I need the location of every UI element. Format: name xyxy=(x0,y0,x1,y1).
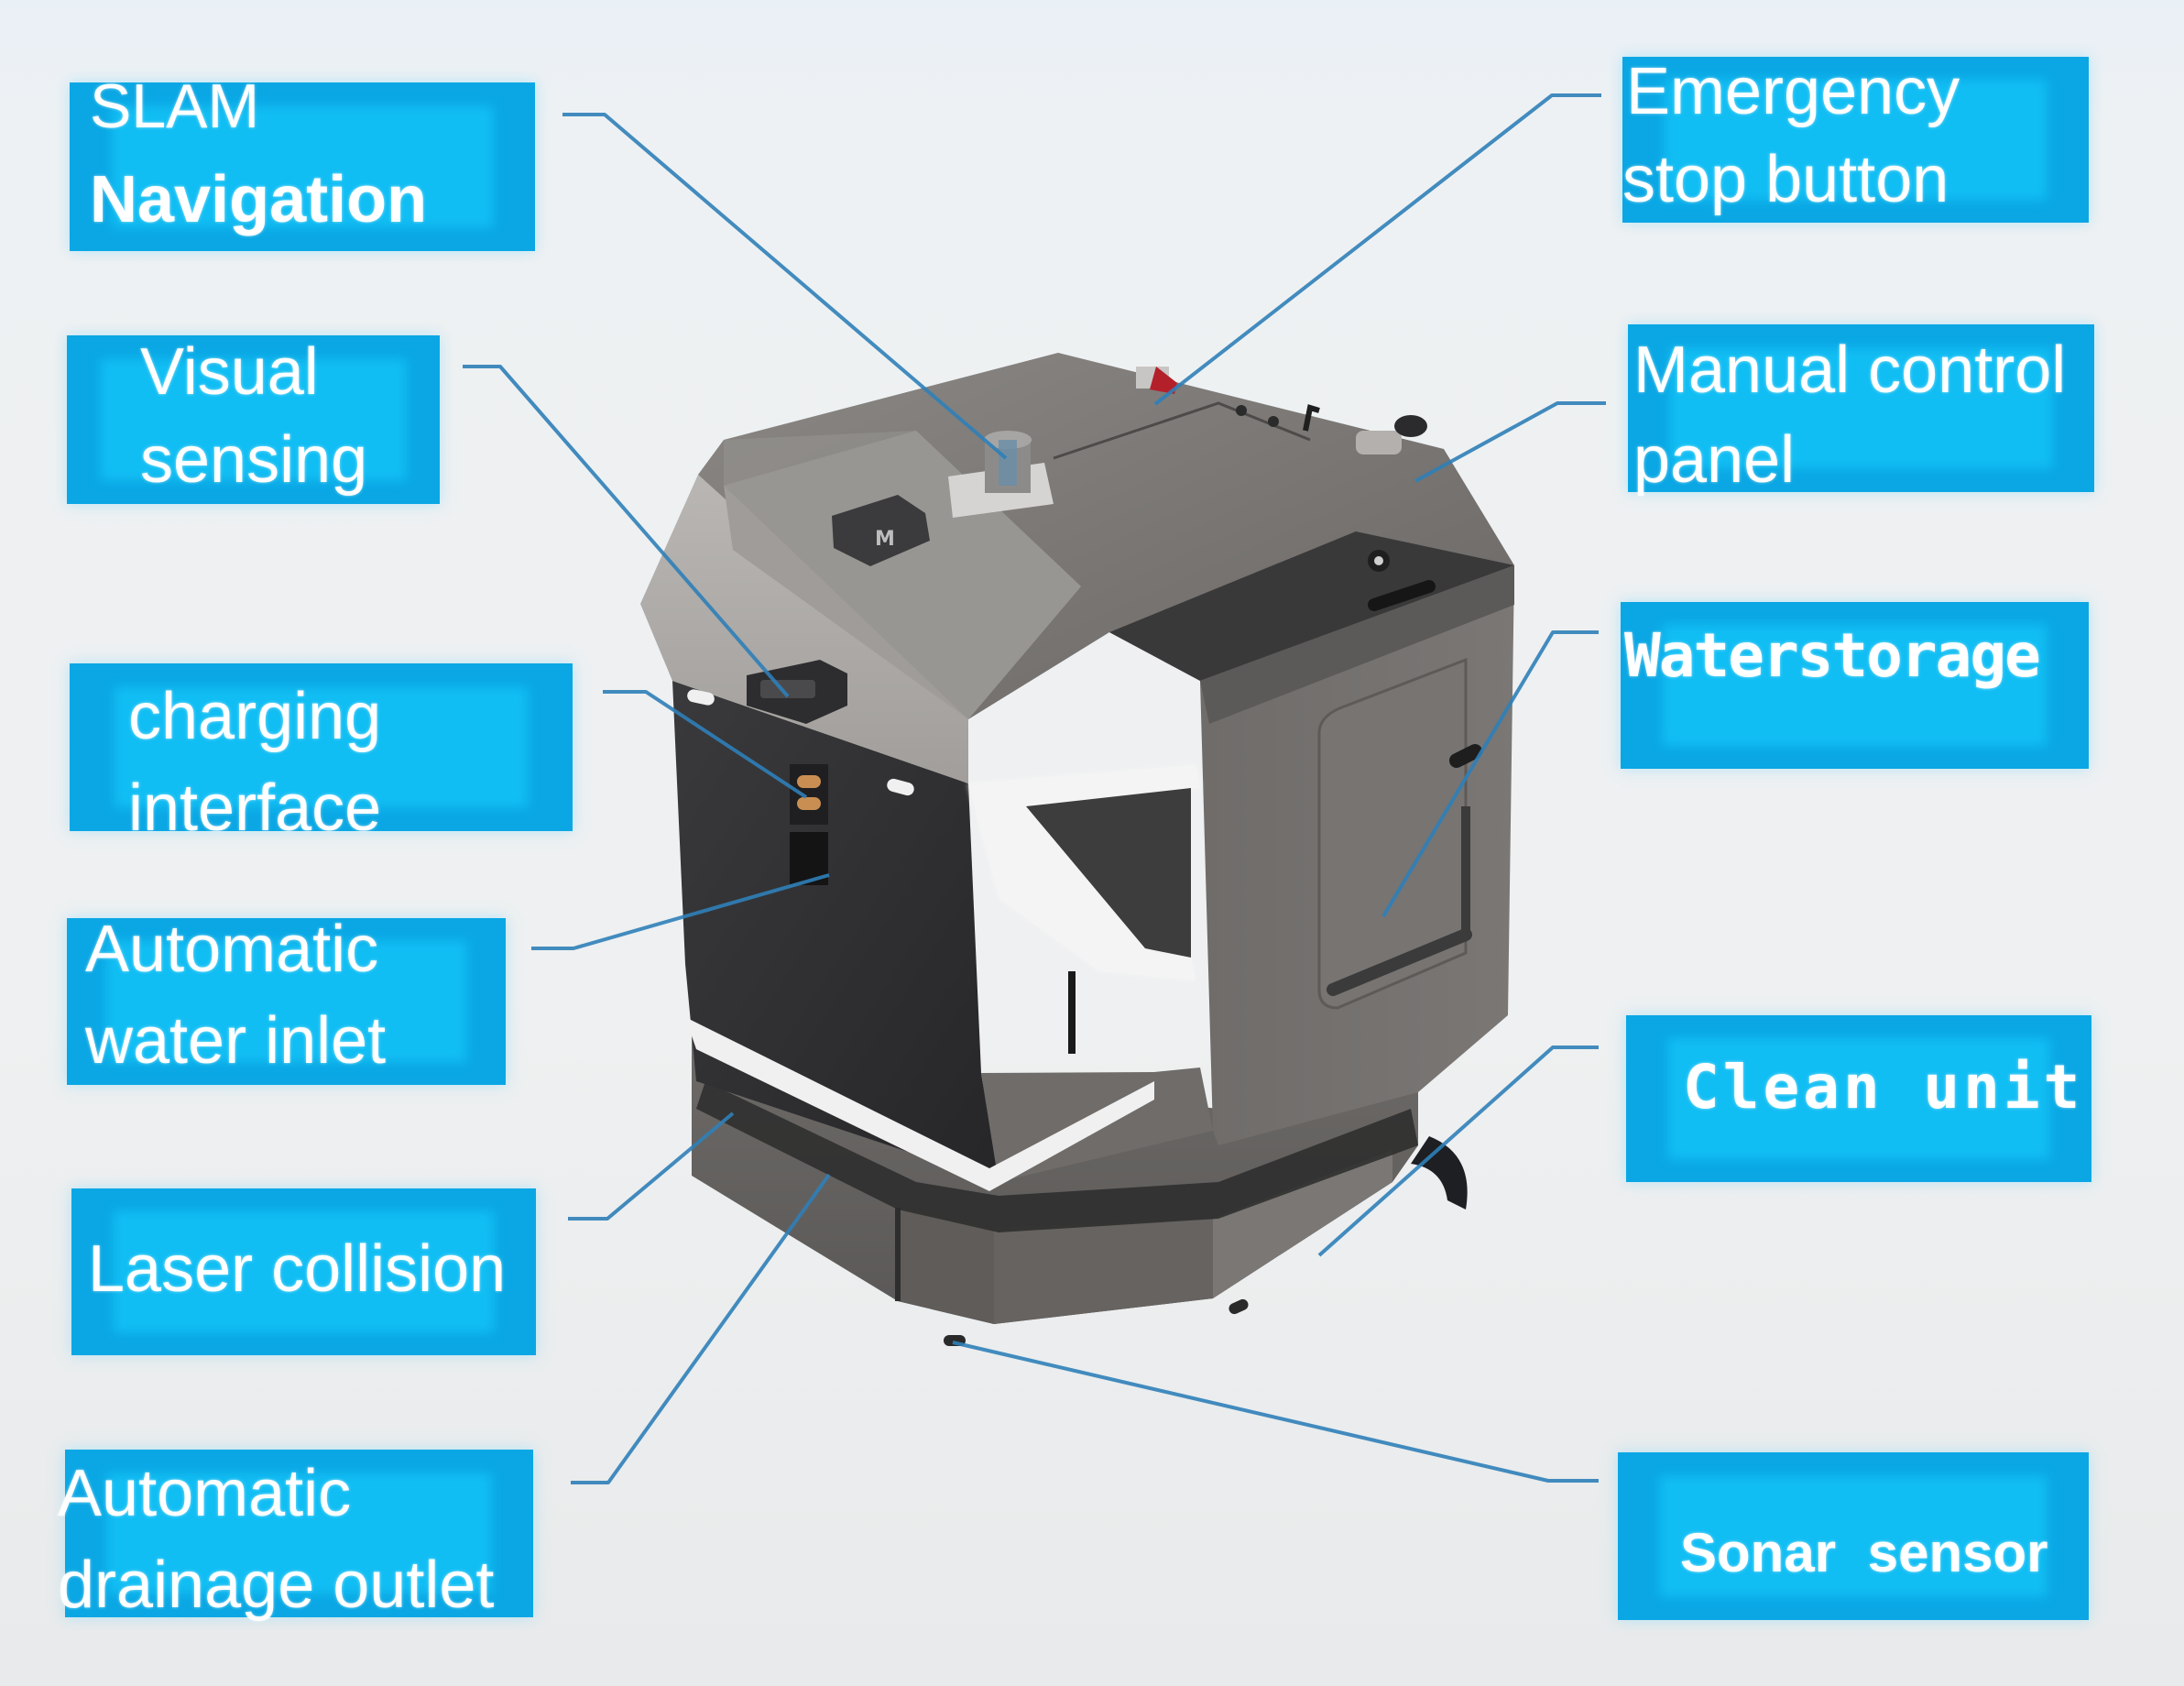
label-sonar-line1: Sonar sensor xyxy=(1680,1522,2048,1583)
leader-lines xyxy=(463,93,1606,1484)
label-water-storage-line1: Waterstorage xyxy=(1624,620,2041,691)
leader-line-manual xyxy=(1414,401,1606,483)
label-slam-line2: Navigation xyxy=(90,163,428,236)
robot-logo: M xyxy=(875,528,895,551)
label-automatic-drainage-outlet: Automatic drainage outlet xyxy=(58,1450,533,1618)
label-visual-line1: Visual xyxy=(140,335,319,409)
robot-head-front xyxy=(640,475,968,783)
label-visual-sensing: Visual sensing xyxy=(67,335,440,504)
label-manual-line1: Manual control xyxy=(1633,334,2067,407)
label-clean-unit: Clean unit xyxy=(1626,1015,2091,1182)
label-slam-line1: SLAM xyxy=(90,71,260,141)
label-slam-navigation: SLAM Navigation xyxy=(70,75,535,251)
label-water-inlet-line1: Automatic xyxy=(85,913,379,986)
label-manual-line2: panel xyxy=(1633,423,1796,497)
leader-line-clean-unit xyxy=(1317,1046,1599,1257)
label-visual-line2: sensing xyxy=(140,423,368,497)
label-charging-line2: interface xyxy=(128,772,382,845)
label-laser-line1: Laser collision xyxy=(88,1232,507,1306)
label-drainage-line1: Automatic xyxy=(58,1457,352,1530)
leader-line-visual xyxy=(463,365,790,698)
charging-contacts xyxy=(790,764,828,825)
emergency-stop-button xyxy=(1136,367,1177,394)
label-sonar-sensor: Sonar sensor xyxy=(1618,1452,2089,1620)
leader-line-water-inlet xyxy=(531,873,830,950)
label-emergency-stop-button: Emergency stop button xyxy=(1622,57,2089,223)
label-laser-collision: Laser collision xyxy=(71,1188,536,1355)
label-drainage-line2: drainage outlet xyxy=(58,1549,495,1622)
leader-line-sonar xyxy=(952,1341,1599,1483)
leader-line-laser xyxy=(568,1111,735,1221)
leader-line-drainage xyxy=(571,1173,831,1484)
label-emergency-line2: stop button xyxy=(1622,143,1949,216)
label-water-inlet-line2: water inlet xyxy=(85,1004,387,1078)
trim-highlight xyxy=(968,765,1200,980)
label-clean-unit-line1: Clean unit xyxy=(1683,1052,2084,1122)
label-charging-line1: charging xyxy=(128,680,382,753)
leader-line-emergency xyxy=(1153,93,1601,406)
water-storage-panel xyxy=(1317,657,1468,1010)
manual-control-knob xyxy=(1356,415,1427,454)
label-water-storage: Waterstorage xyxy=(1621,602,2089,769)
label-automatic-water-inlet: Automatic water inlet xyxy=(67,913,506,1085)
bumper-band xyxy=(696,1081,1418,1232)
leader-line-charging xyxy=(603,690,808,799)
robot-illustration: M xyxy=(640,353,1514,1346)
logo-plate xyxy=(832,495,930,566)
leader-line-water-storage xyxy=(1381,630,1599,918)
label-emergency-line1: Emergency xyxy=(1626,55,1960,128)
leader-line-slam xyxy=(562,113,1008,460)
label-charging-interface: charging interface xyxy=(70,663,573,841)
label-manual-control-panel: Manual control panel xyxy=(1628,324,2094,497)
